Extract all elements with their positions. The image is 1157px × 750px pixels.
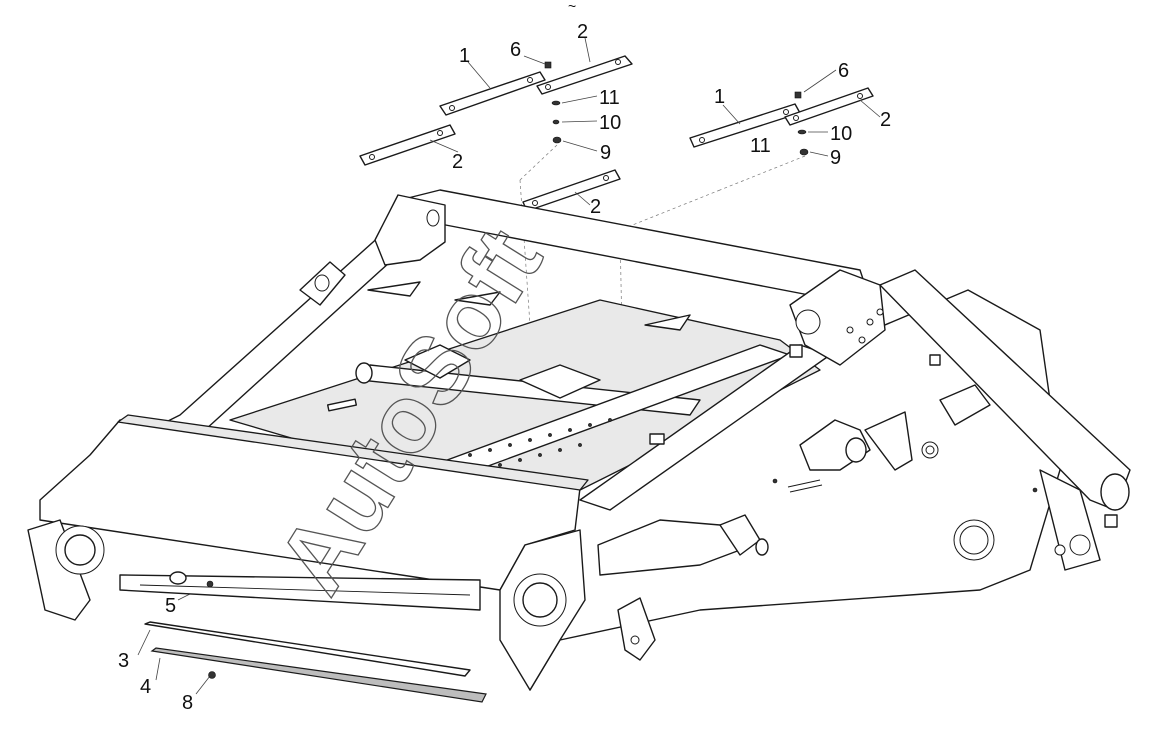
plate-2-right xyxy=(784,87,874,126)
hood-top-strip xyxy=(117,414,589,491)
callout-6-right: 6 xyxy=(838,60,849,82)
callout-11-left: 11 xyxy=(599,87,620,109)
front-hood xyxy=(39,419,581,591)
main-frame xyxy=(149,189,1061,691)
bolt-6-right xyxy=(794,91,802,99)
callout-4: 4 xyxy=(140,676,151,698)
callout-11-right: 11 xyxy=(750,135,771,157)
left-upright xyxy=(299,194,446,306)
diag-bracket xyxy=(939,384,991,426)
lower-bracket xyxy=(617,597,656,661)
callout-9-left: 9 xyxy=(600,142,611,164)
callout-2-left: 2 xyxy=(452,151,463,173)
callout-2-mid: 2 xyxy=(590,196,601,218)
clip-mid xyxy=(454,291,501,306)
washer-11-left xyxy=(551,100,561,106)
callout-10-right: 10 xyxy=(830,123,852,145)
knife-strips xyxy=(144,621,487,703)
hook-plate xyxy=(864,411,913,471)
nut-9-left xyxy=(552,136,562,144)
washer-10-left xyxy=(552,119,560,125)
left-bracket xyxy=(374,194,446,266)
right-upright xyxy=(789,269,1131,571)
callout-9-right: 9 xyxy=(830,147,841,169)
front-left-sideplate xyxy=(27,519,91,621)
bolt-5 xyxy=(206,580,214,588)
callout-6-left: 6 xyxy=(510,39,521,61)
washer-10-right xyxy=(797,129,807,135)
strip-3 xyxy=(144,621,471,677)
callout-1-left: 1 xyxy=(459,45,470,67)
callout-10-left: 10 xyxy=(599,112,621,134)
upper-plates-left xyxy=(359,55,633,212)
callout-labels: 1 6 2 11 10 9 2 2 1 6 2 11 10 9 5 3 4 8 xyxy=(118,21,891,714)
callout-2-right: 2 xyxy=(880,109,891,131)
strip-4 xyxy=(150,647,487,703)
bolt-8 xyxy=(208,671,216,679)
plate-2-top xyxy=(536,55,633,95)
nut-9-right xyxy=(799,148,809,156)
callout-3: 3 xyxy=(118,650,129,672)
plate-1-left xyxy=(439,71,546,116)
side-fittings xyxy=(597,411,1038,661)
callout-1-right: 1 xyxy=(714,86,725,108)
upper-plates-right xyxy=(689,87,874,156)
callout-8: 8 xyxy=(182,692,193,714)
callout-5: 5 xyxy=(165,595,176,617)
clip-left xyxy=(367,281,421,297)
callout-2-top: 2 xyxy=(577,21,588,43)
front-header xyxy=(27,414,589,691)
clip-right xyxy=(644,314,691,331)
floor-bracket-left xyxy=(404,344,471,379)
plate-2-left xyxy=(359,124,456,166)
floor-bracket-mid xyxy=(519,364,601,399)
top-mark: ~ xyxy=(568,0,576,14)
bolt-6-left xyxy=(544,61,552,69)
